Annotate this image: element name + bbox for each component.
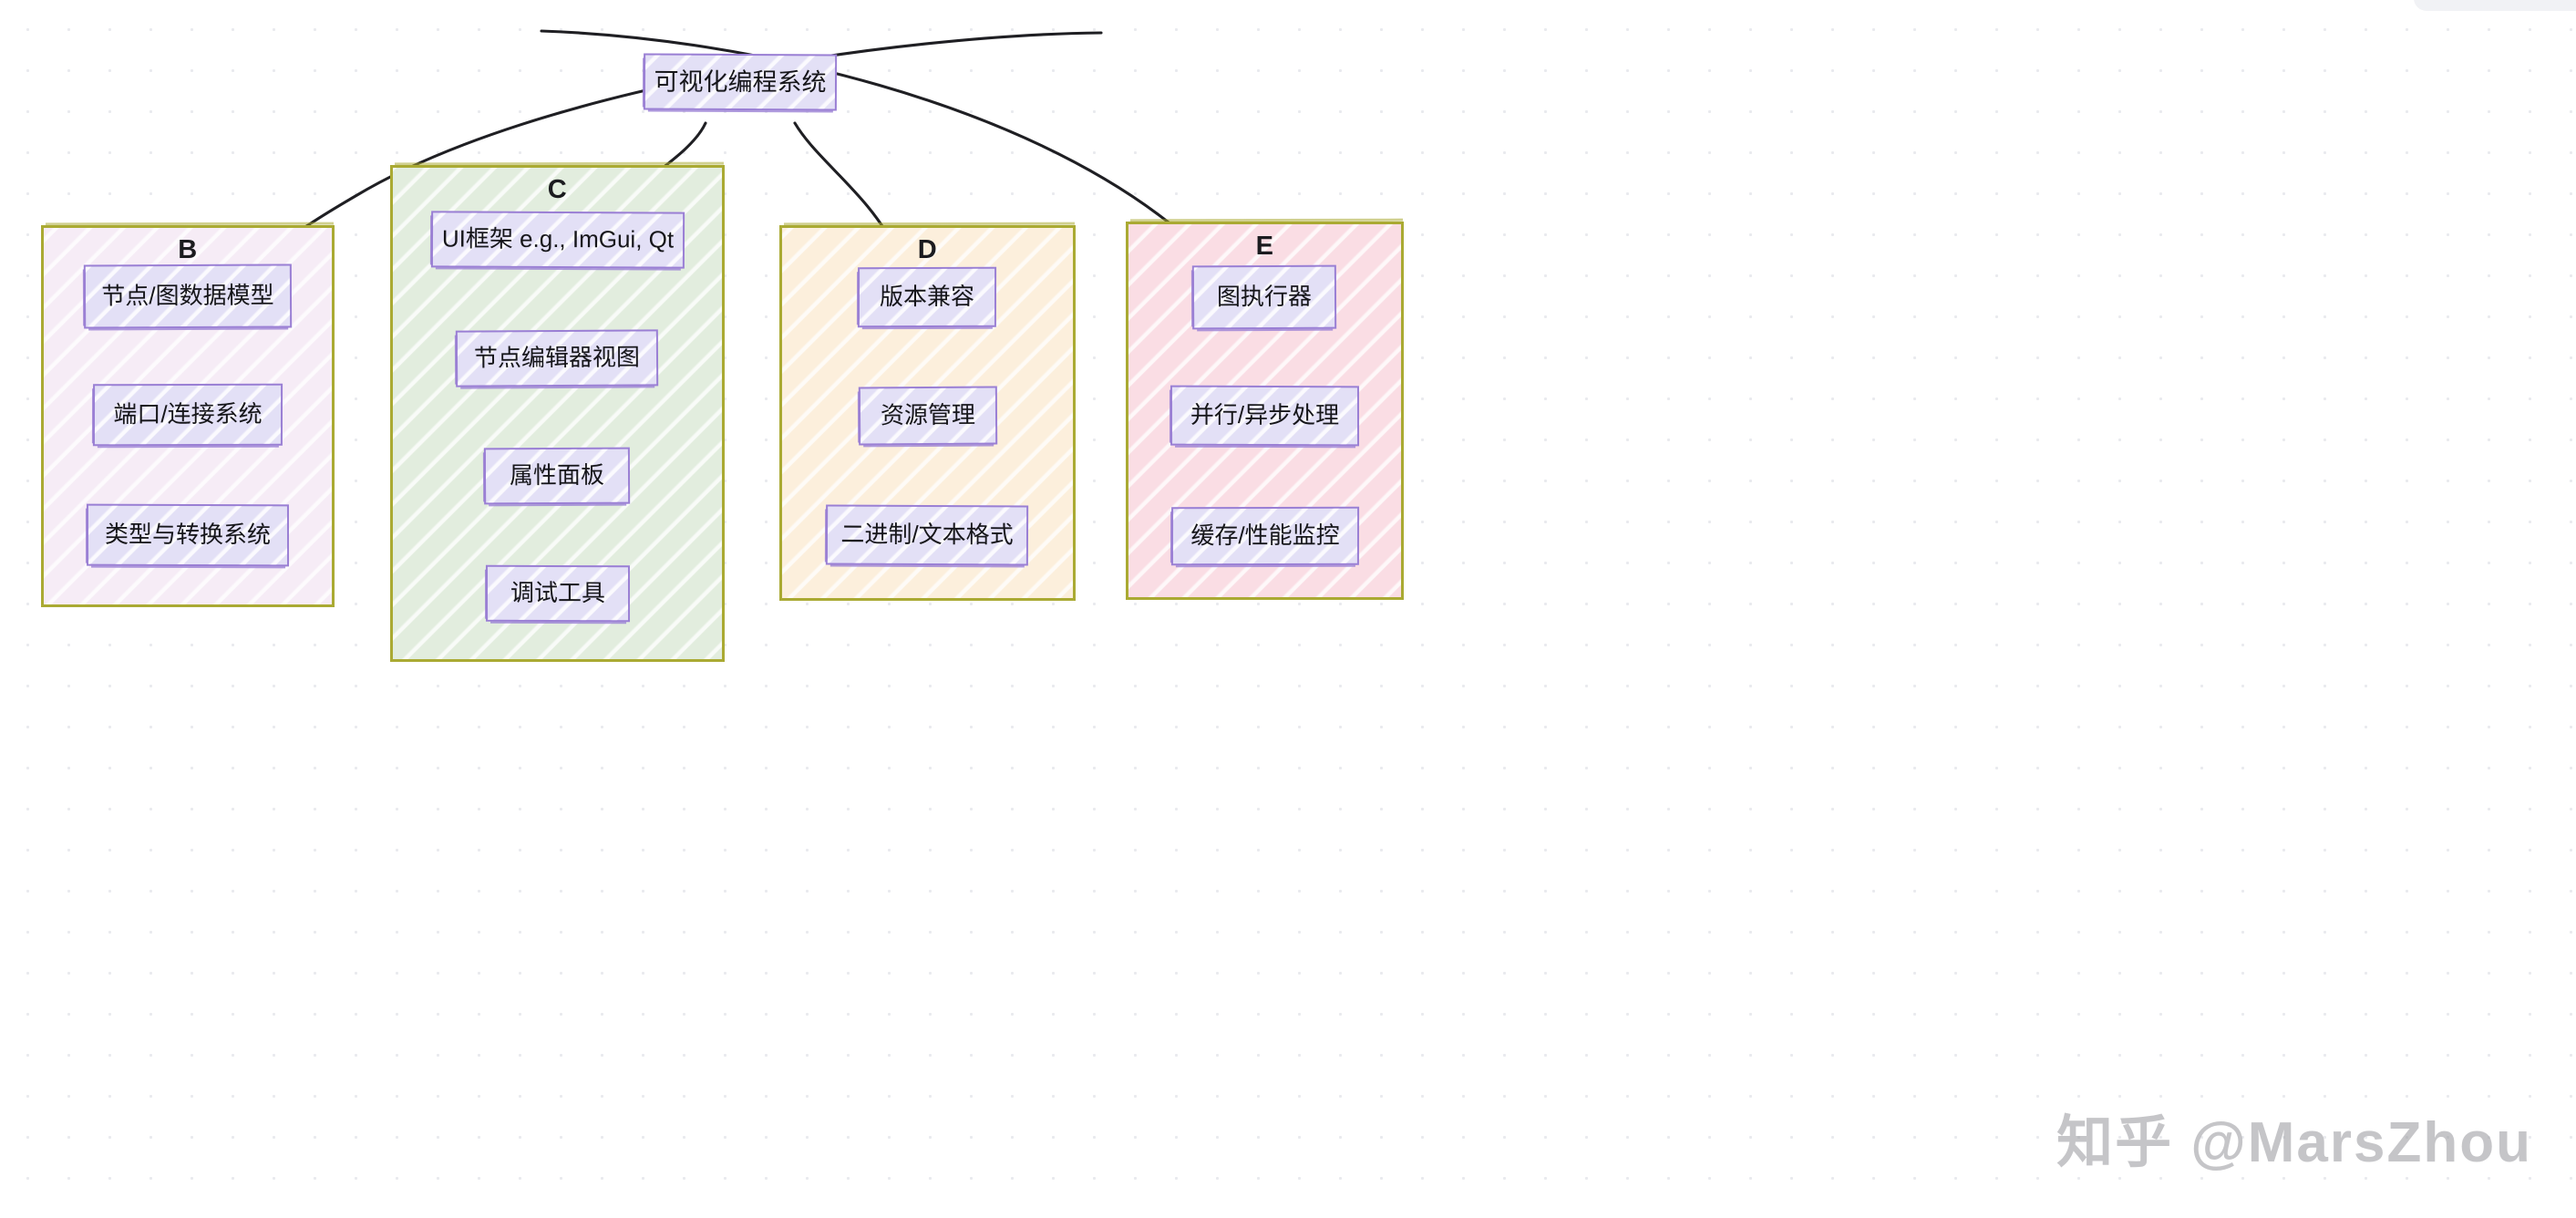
- node-label: 版本兼容: [879, 283, 975, 311]
- node-label: 并行/异步处理: [1190, 401, 1340, 429]
- node-label: 图执行器: [1216, 283, 1313, 311]
- node-label: 节点/图数据模型: [101, 281, 274, 310]
- node-label: 缓存/性能监控: [1190, 521, 1340, 550]
- node-binary-text-format[interactable]: 二进制/文本格式: [825, 504, 1029, 566]
- node-debug-tools[interactable]: 调试工具: [485, 564, 631, 623]
- node-label: 节点编辑器视图: [473, 343, 641, 372]
- node-label: 调试工具: [510, 579, 606, 607]
- node-label: UI框架 e.g., ImGui, Qt: [441, 224, 675, 253]
- node-label: 端口/连接系统: [113, 400, 263, 428]
- node-node-editor-view[interactable]: 节点编辑器视图: [455, 329, 659, 387]
- node-cache-performance-monitor[interactable]: 缓存/性能监控: [1170, 506, 1360, 566]
- node-type-conversion-system[interactable]: 类型与转换系统: [86, 503, 290, 567]
- node-label: 二进制/文本格式: [840, 520, 1014, 549]
- node-label: 类型与转换系统: [104, 521, 272, 549]
- node-graph-executor[interactable]: 图执行器: [1191, 264, 1337, 330]
- cluster-label-e: E: [1255, 232, 1274, 261]
- node-visual-programming-system[interactable]: 可视化编程系统: [643, 53, 838, 111]
- node-property-panel[interactable]: 属性面板: [483, 447, 631, 505]
- node-resource-management[interactable]: 资源管理: [858, 386, 998, 446]
- cluster-label-d: D: [917, 235, 938, 264]
- node-port-connection-system[interactable]: 端口/连接系统: [92, 383, 283, 447]
- cluster-label-b: B: [178, 235, 198, 264]
- zhihu-watermark: 知乎 @MarsZhou: [2056, 1111, 2532, 1174]
- node-parallel-async-processing[interactable]: 并行/异步处理: [1170, 385, 1360, 447]
- node-label: 资源管理: [880, 401, 976, 429]
- node-ui-framework[interactable]: UI框架 e.g., ImGui, Qt: [430, 211, 685, 269]
- top-right-chip: [2414, 0, 2576, 11]
- node-graph-data-model[interactable]: 节点/图数据模型: [83, 263, 293, 329]
- cluster-label-c: C: [547, 175, 568, 204]
- node-label: 可视化编程系统: [654, 67, 827, 97]
- node-label: 属性面板: [509, 461, 605, 490]
- node-version-compatibility[interactable]: 版本兼容: [857, 266, 997, 328]
